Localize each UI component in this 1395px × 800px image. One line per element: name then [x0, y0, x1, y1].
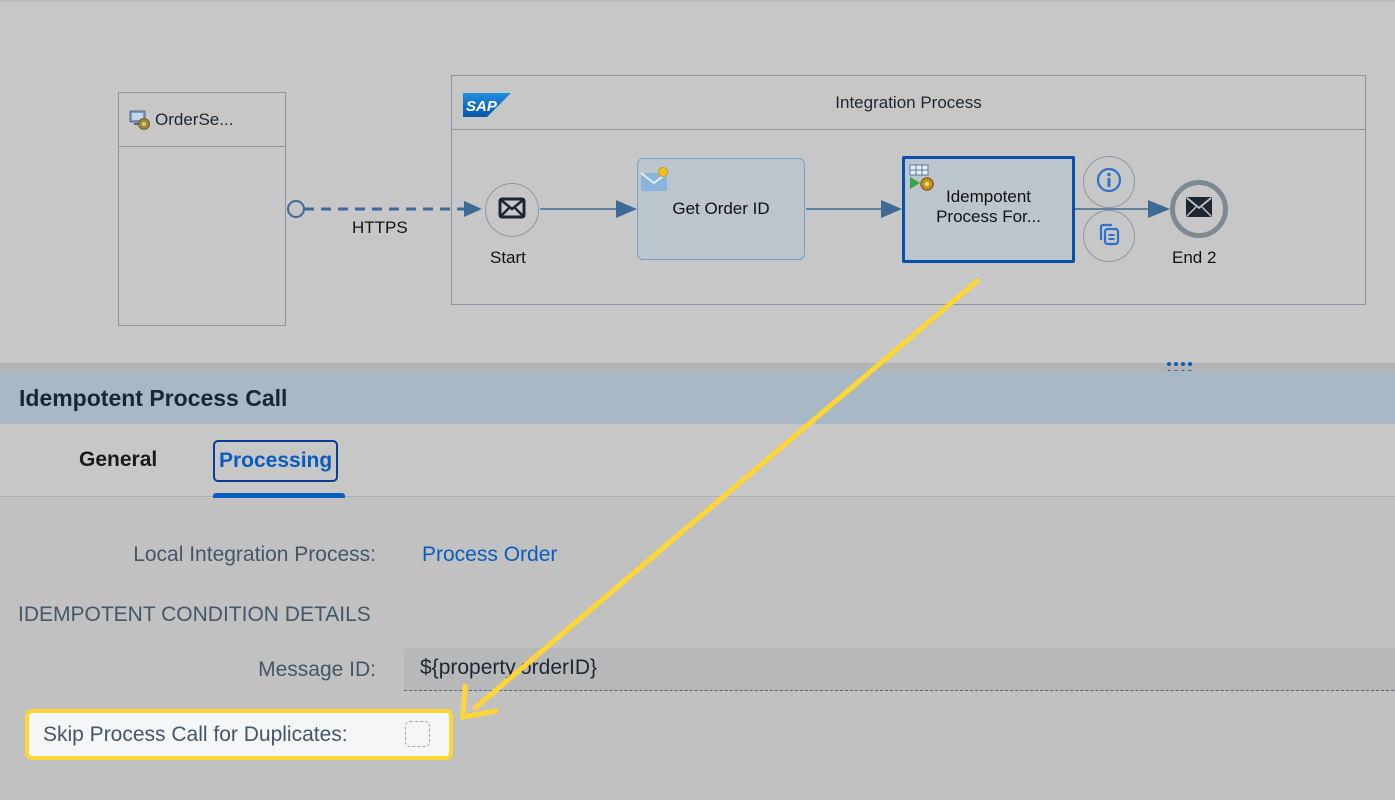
- end-event-label: End 2: [1172, 248, 1217, 267]
- participant-header: OrderSe...: [119, 93, 285, 147]
- local-process-link[interactable]: Process Order: [422, 543, 558, 566]
- content-modifier-icon: [640, 167, 669, 196]
- copy-icon: [1096, 221, 1122, 252]
- system-icon: [129, 109, 151, 131]
- tab-general[interactable]: General: [79, 448, 158, 471]
- participant-label: OrderSe...: [155, 109, 234, 129]
- sequence-flow-3-arrowhead: [1148, 200, 1170, 218]
- info-icon: [1096, 167, 1122, 198]
- message-flow-arrowhead: [464, 201, 482, 217]
- task-label: Get Order ID: [672, 199, 770, 218]
- skip-duplicates-label: Skip Process Call for Duplicates:: [43, 723, 348, 746]
- envelope-icon: [498, 197, 526, 224]
- pool-title: Integration Process: [835, 93, 982, 112]
- tab-bar: General Processing: [0, 424, 1395, 497]
- panel-title: Idempotent Process Call: [19, 385, 288, 411]
- copy-button[interactable]: [1083, 210, 1135, 262]
- message-id-input[interactable]: ${property.orderID}: [404, 648, 1395, 691]
- sequence-flow-1-arrowhead: [616, 200, 637, 218]
- pool-header: SAP Integration Process: [452, 76, 1365, 130]
- connection-label: HTTPS: [352, 218, 408, 237]
- skip-duplicates-checkbox[interactable]: [405, 721, 430, 747]
- canvas-top-border: [0, 0, 1395, 2]
- task-label-line1: Idempotent: [945, 187, 1032, 206]
- start-event-label: Start: [490, 248, 526, 267]
- message-id-label: Message ID:: [258, 658, 376, 681]
- properties-panel-header: Idempotent Process Call: [0, 371, 1395, 424]
- process-call-icon: [909, 164, 937, 197]
- diagram-connectors: [287, 200, 1170, 218]
- local-process-label: Local Integration Process:: [133, 543, 376, 566]
- info-button[interactable]: [1083, 156, 1135, 208]
- tab-processing[interactable]: Processing: [213, 440, 339, 482]
- task-get-order-id[interactable]: Get Order ID: [637, 158, 805, 260]
- start-event[interactable]: [485, 183, 539, 237]
- end-event[interactable]: [1170, 180, 1228, 238]
- task-idempotent-process-call[interactable]: Idempotent Process For...: [902, 156, 1075, 263]
- envelope-filled-icon: [1185, 196, 1213, 223]
- sender-participant[interactable]: OrderSe...: [118, 92, 286, 326]
- message-flow-origin: [287, 200, 305, 218]
- skip-duplicates-highlight: Skip Process Call for Duplicates:: [25, 709, 453, 760]
- section-title: IDEMPOTENT CONDITION DETAILS: [18, 603, 371, 626]
- svg-text:SAP: SAP: [466, 98, 498, 115]
- active-tab-indicator: [213, 493, 345, 498]
- diagram-canvas[interactable]: OrderSe... SAP Integration Process: [0, 0, 1395, 364]
- sap-logo-icon: SAP: [463, 93, 511, 122]
- processing-tab-content: Local Integration Process: Process Order…: [0, 498, 1395, 800]
- sequence-flow-2-arrowhead: [881, 200, 902, 218]
- task-label-line2: Process For...: [936, 207, 1041, 226]
